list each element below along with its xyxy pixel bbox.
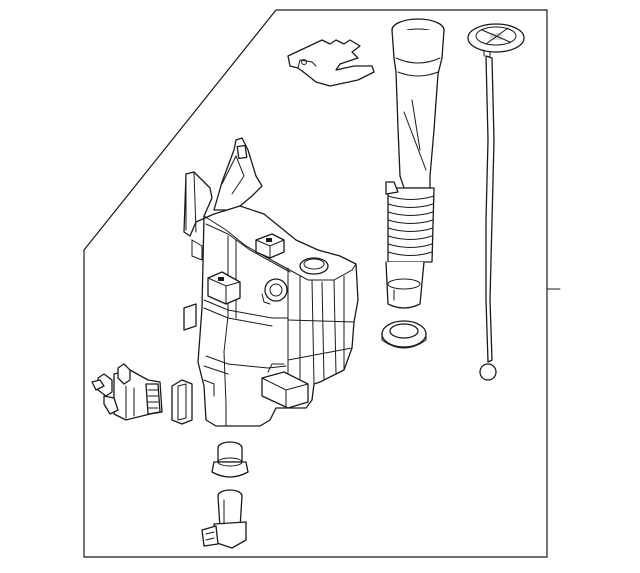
filler-cap-with-dipstick[interactable] — [467, 23, 525, 381]
filler-seal-ring[interactable] — [381, 320, 427, 349]
filler-neck[interactable] — [385, 18, 445, 309]
frame-outline — [83, 9, 561, 558]
washer-pump[interactable] — [91, 363, 163, 421]
level-sensor-grommet[interactable] — [211, 441, 249, 478]
retaining-clip[interactable] — [287, 39, 375, 87]
fluid-level-sensor[interactable] — [201, 489, 247, 549]
pump-grommet[interactable] — [171, 379, 193, 425]
washer-reservoir[interactable] — [183, 137, 359, 427]
